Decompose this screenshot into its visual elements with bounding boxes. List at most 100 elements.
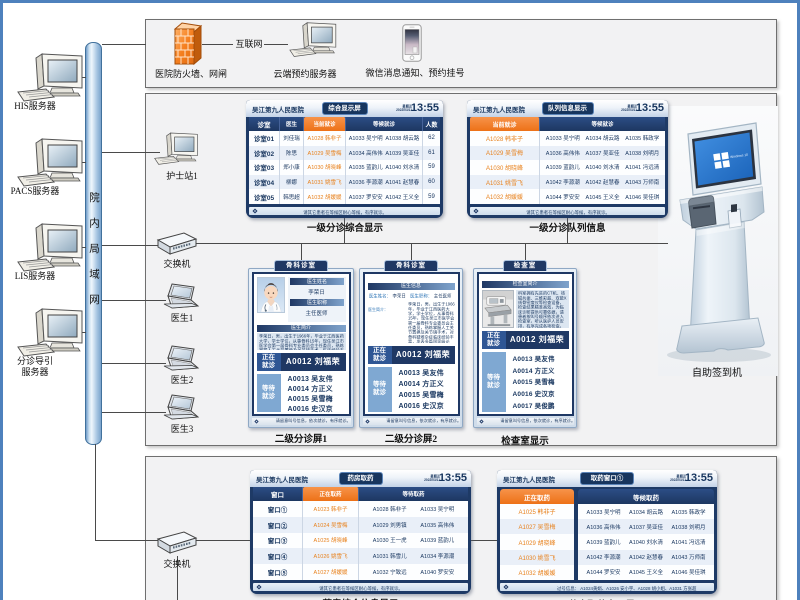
- exam-room-screen: 检查室 检查室简介 科室拥有先进的CT机、核磁共振、三维彩超、双能X线骨密度仪等…: [473, 260, 577, 428]
- switch-bottom-label: 交换机: [163, 559, 191, 569]
- room-cell: 诊室01: [249, 131, 280, 146]
- current-cell: A1023 韩非子: [303, 501, 359, 517]
- doctor-cell: 柳娜: [280, 174, 304, 190]
- waiting-entry: A1035 高伟伟: [420, 522, 455, 529]
- current-dispensing-item: A1027 吴雪梅: [500, 519, 574, 535]
- exam-room-tab: 检查室: [503, 260, 547, 271]
- now-serving-label: 正在就诊: [481, 330, 506, 349]
- count-cell: 59: [428, 193, 435, 200]
- current-patient-cell: A1030 胡晓峰: [304, 160, 346, 175]
- bus-to-triage1-line: [301, 243, 302, 260]
- waiting-entry: A1033 吴宁明: [586, 509, 621, 516]
- triage2-room-tab: 骨科诊室: [384, 260, 438, 271]
- doctor-info-column: 医生姓名 李荣日 医生职称 主任医师: [287, 276, 346, 322]
- screen-content: 医生信息 医生姓名：李荣日 医生职称：主任医师 医生简介： 李荣日，男，出生于1…: [362, 271, 460, 416]
- waiting-entry: A1032 宁致远: [372, 570, 407, 577]
- now-serving-label: 正在就诊: [367, 345, 392, 364]
- triage-screen-2: 骨科诊室 医生信息 医生姓名：李荣日 医生职称：主任医师 医生简介： 李荣日，男…: [359, 260, 463, 428]
- current-dispensing-item: A1032 胡媛媛: [500, 564, 574, 580]
- queue-footer: 请其它患者在等候区耐心等候，有序就诊。: [470, 207, 665, 215]
- firewall-internet-line-a: [202, 44, 233, 45]
- nurse-station-label: 护士站1: [166, 171, 198, 181]
- his-server-icon: [14, 52, 92, 104]
- logo-diamond-icon: [365, 419, 370, 424]
- switch2-down-line: [177, 556, 178, 600]
- doctor-intro-bar: 医生简介: [256, 324, 346, 332]
- queue-table-header: 当前就诊 等候就诊: [470, 117, 665, 131]
- pharmacy-weekday: 星期五: [430, 474, 440, 478]
- waiting-entry: A1043 万师南: [671, 555, 706, 562]
- waiting-entry: A1044 罗安安: [586, 570, 621, 577]
- window-cell: 窗口⑤: [253, 564, 303, 580]
- pharmacy-hospital-name: 吴江第九人民医院: [256, 476, 308, 484]
- doctor-cell: 韩思超: [280, 189, 304, 204]
- waiting-entry: A1033 吴宁明: [420, 506, 455, 513]
- waiting-list-item: A0015 吴雪梅: [512, 379, 555, 387]
- hospital-lan-label: 院内局域网: [88, 192, 99, 320]
- triage1-room-tab: 骨科诊室: [274, 260, 328, 271]
- screen-content: 检查室简介 科室拥有先进的CT机、核磁共振、三维彩超、双能X线骨密度仪等检查设备…: [476, 271, 574, 416]
- comprehensive-table-header: 诊室 医生 当前就诊 等候就诊 人数: [249, 117, 440, 131]
- waiting-entry: A1036 高伟伟: [586, 524, 621, 531]
- triage2-caption: 二级分诊屏2: [384, 435, 438, 445]
- lan-to-switch2-line: [95, 540, 161, 541]
- doctor-intro-text: 李荣日，男，出生于1966年，毕业于江西医药大学，学士学位，从事骨科15年，现任…: [408, 302, 455, 343]
- waiting-list-item: A0013 吴友伟: [287, 375, 333, 383]
- switch-bottom-icon: [156, 530, 198, 556]
- exam-intro-text: 科室拥有先进的CT机、核磁共振、三维彩超、双能X线骨密度仪等检查设备，检查结果精…: [515, 289, 569, 328]
- pharmacy-caption: 药房综合信息显示: [285, 596, 436, 600]
- column-header-current: 当前就诊: [470, 117, 540, 131]
- current-cell: A1026 姚雪飞: [303, 548, 359, 565]
- marquee-wrapper: 请其它患者在等候区耐心等候，有序就诊。: [253, 578, 468, 594]
- waiting-entry: A1039 吴亚佳: [385, 150, 420, 157]
- waiting-entry: A1042 王义全: [385, 194, 420, 201]
- waiting-entry: A1040 刘水清: [585, 165, 620, 172]
- now-serving-label: 正在就诊: [256, 352, 281, 371]
- marquee-wrapper: 过号信息： A1024黄娟、A1026 安小宇、A1028 胡小姐、A1031 …: [500, 578, 714, 594]
- waiting-entry: A1045 王义全: [585, 194, 620, 201]
- waiting-entry: A1037 罗安安: [348, 194, 383, 201]
- waiting-entry: A1046 吴佳琪: [625, 194, 660, 201]
- bar-text: 医生简介: [291, 324, 311, 331]
- room-cell: 诊室02: [249, 145, 280, 161]
- lan-to-internet-box-line: [102, 44, 146, 45]
- waiting-entry: A1043 万师南: [625, 180, 660, 187]
- waiting-entry: A1045 王义全: [629, 570, 663, 577]
- waiting-entry: A1038 胡云路: [385, 136, 420, 143]
- room-cell: 诊室05: [249, 189, 280, 204]
- waiting-entry: A1042 李源潮: [545, 180, 580, 187]
- now-serving-value: A0012 刘福荣: [391, 345, 455, 364]
- now-serving-value: A0012 刘福荣: [280, 352, 346, 371]
- lis-server-label: LIS服务器: [14, 271, 56, 281]
- waiting-entry: A1046 吴佳琪: [671, 570, 706, 577]
- pharmacy-table-header: 窗口 正在取药 等待取药: [253, 487, 468, 501]
- count-cell: 60: [428, 179, 435, 186]
- cloud-booking-server-label: 云端预约服务器: [273, 69, 337, 79]
- exam-intro-bar: 检查室简介: [481, 280, 569, 288]
- comprehensive-screen-badge: 综合显示屏: [321, 102, 368, 115]
- bar-text: 医生信息: [401, 282, 421, 289]
- doctor-name-label: 医生姓名：: [368, 293, 391, 298]
- comprehensive-date: 2022/03/11: [396, 107, 412, 112]
- doctor-name: 李荣日: [308, 289, 325, 296]
- waiting-entry: A1040 罗安安: [420, 570, 455, 577]
- pharmacy-date: 2022/03/11: [424, 477, 440, 482]
- current-patient-cell: A1028 韩非子: [470, 131, 540, 146]
- room-cell: 诊室04: [249, 174, 280, 190]
